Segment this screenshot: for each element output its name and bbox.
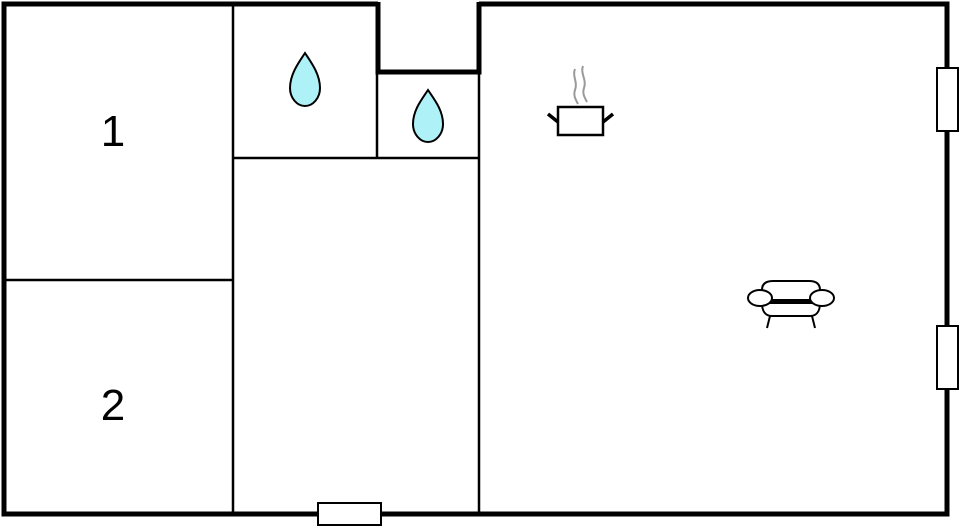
- window-right-top: [936, 67, 959, 132]
- outer-walls: [1, 1, 950, 517]
- window-bottom: [317, 502, 382, 526]
- room-label-bedroom-1: 1: [100, 107, 126, 156]
- sofa-icon: [747, 280, 835, 329]
- windows: [317, 67, 959, 526]
- water-drop-icon: [288, 51, 322, 108]
- water-drop-icon: [411, 88, 445, 144]
- interior-walls: [4, 4, 481, 514]
- window-right-bottom: [936, 325, 959, 390]
- cooking-pot-icon: [546, 65, 615, 137]
- room-label-bedroom-2: 2: [100, 381, 126, 430]
